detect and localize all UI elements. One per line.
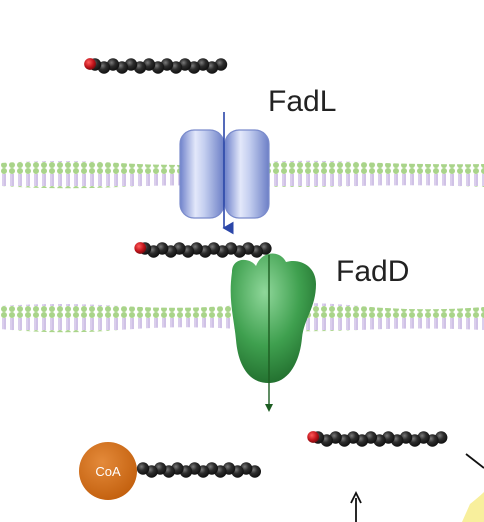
coa-label: CoA [95, 464, 121, 479]
coa-circle-icon [79, 442, 137, 500]
diagonal-arrow [465, 453, 484, 469]
upward-arrowhead [350, 490, 362, 504]
fadl-channel-icon [179, 112, 270, 235]
activation-arrowhead [265, 404, 273, 412]
fadd-enzyme-icon [230, 253, 316, 384]
carboxyl-head [134, 242, 147, 254]
carboxyl-head [84, 58, 96, 70]
fatty-acid-chain-icon [84, 58, 228, 74]
fatty-acid-chain-icon [307, 431, 448, 447]
partial-shape [462, 492, 484, 522]
fatty-acid-chain-icon [134, 242, 272, 258]
acyl-chain-icon [136, 462, 261, 478]
fadd-label: FadD [336, 255, 409, 288]
fadl-label: FadL [268, 85, 336, 118]
chain-bead [136, 462, 150, 475]
carboxyl-head [307, 431, 320, 443]
